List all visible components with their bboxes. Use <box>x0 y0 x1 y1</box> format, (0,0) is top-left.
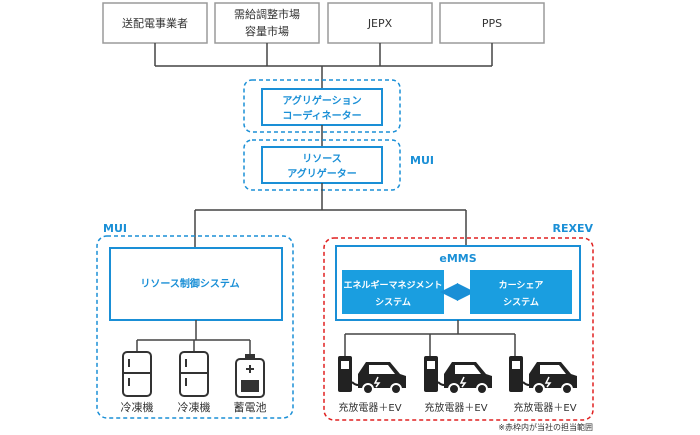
right-device-connectors <box>344 320 516 356</box>
control-system-label: リソース制御システム <box>140 277 239 290</box>
charger-ev-icon <box>424 356 492 395</box>
carshare-line1: カーシェア <box>499 280 544 291</box>
top-box-label: 容量市場 <box>245 24 289 38</box>
aggregation-coordinator: アグリゲーション コーディネーター <box>243 79 401 133</box>
device-label: 蓄電池 <box>234 401 267 414</box>
resource-aggregator-line2: アグリゲーター <box>287 167 357 180</box>
aggregation-coordinator-line1: アグリゲーション <box>282 94 361 107</box>
energy-mgmt-line1: エネルギーマネジメント <box>343 279 442 291</box>
charger-ev-icon <box>509 356 577 395</box>
top-box-pps: PPS <box>439 2 545 44</box>
top-box-label: 送配電事業者 <box>122 16 188 30</box>
right-group-rexev: REXEV eMMS エネルギーマネジメント システム カーシェア システム <box>323 222 594 421</box>
middle-connectors <box>194 183 467 248</box>
resource-aggregator-line1: リソース <box>302 153 342 165</box>
top-box-market: 需給調整市場 容量市場 <box>214 2 320 44</box>
freezer-icon <box>122 351 152 397</box>
mui-label-top: MUI <box>410 154 434 167</box>
battery-icon <box>235 354 265 398</box>
resource-aggregator: リソース アグリゲーター <box>243 139 401 191</box>
freezer-icon <box>179 351 209 397</box>
right-group-label: REXEV <box>553 222 594 235</box>
top-box-transmission: 送配電事業者 <box>102 2 208 44</box>
top-connectors <box>154 43 493 90</box>
top-box-label: PPS <box>482 17 502 30</box>
top-box-label: 需給調整市場 <box>234 7 300 21</box>
aggregation-coordinator-line2: コーディネーター <box>282 109 361 122</box>
footnote: ※赤枠内が当社の担当範囲 <box>498 422 593 432</box>
device-label: 冷凍機 <box>178 400 211 414</box>
left-group-mui: MUI リソース制御システム 冷凍機 冷凍機 <box>96 222 294 419</box>
carshare-line2: システム <box>503 297 539 308</box>
energy-mgmt-box <box>342 270 444 314</box>
charger-label: 充放電器＋EV <box>424 401 487 414</box>
left-group-label: MUI <box>103 222 127 235</box>
charger-label: 充放電器＋EV <box>338 401 401 414</box>
charger-label: 充放電器＋EV <box>513 401 576 414</box>
emms-label: eMMS <box>439 252 476 265</box>
charger-ev-icon <box>338 356 406 395</box>
device-label: 冷凍機 <box>121 400 154 414</box>
top-box-jepx: JEPX <box>327 2 433 44</box>
top-box-label: JEPX <box>367 17 393 30</box>
energy-mgmt-line2: システム <box>375 297 411 308</box>
carshare-box <box>470 270 572 314</box>
control-system-box <box>109 247 283 321</box>
